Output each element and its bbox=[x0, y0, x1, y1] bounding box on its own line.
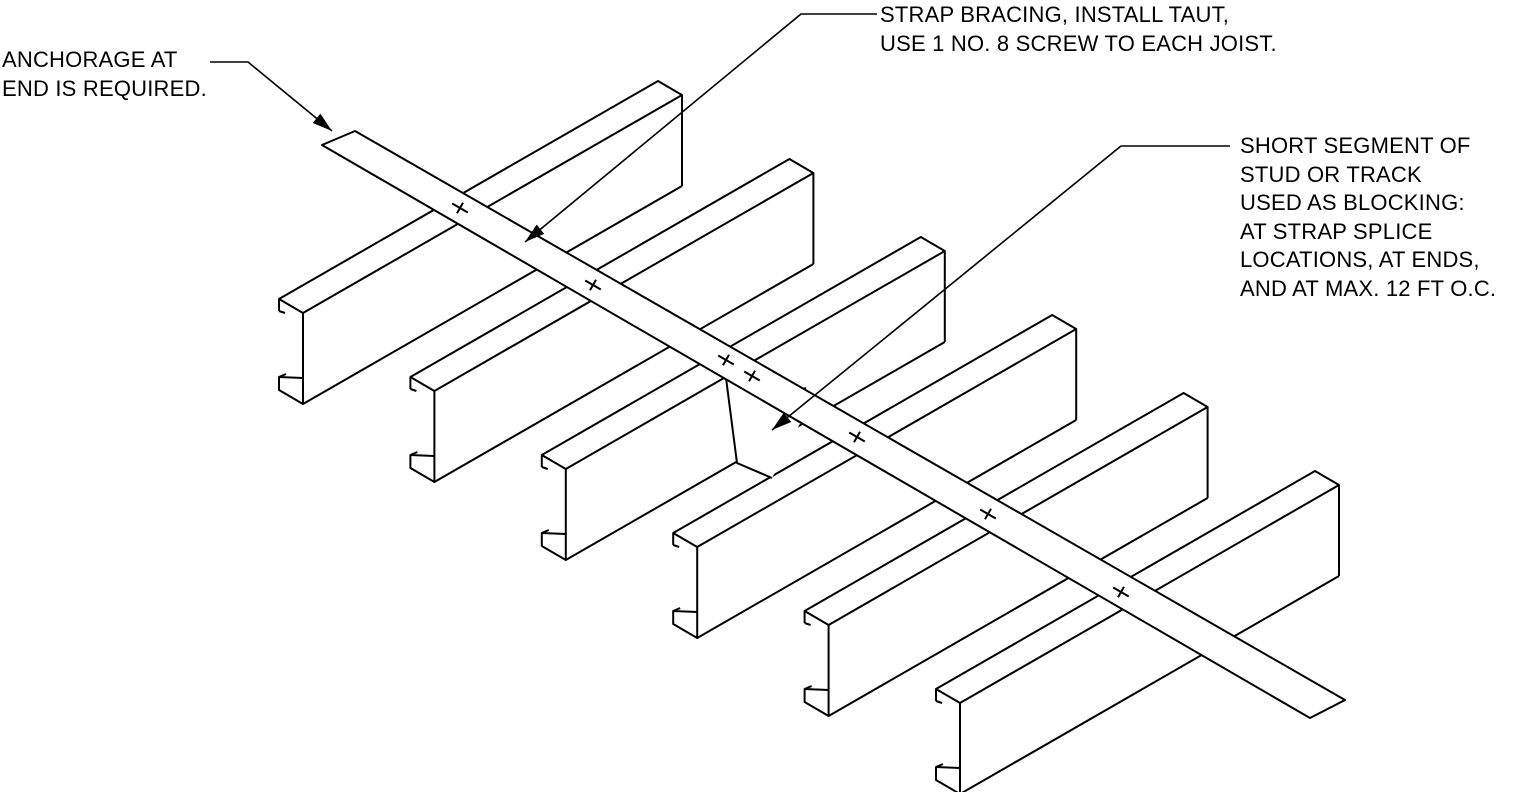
joist-face bbox=[936, 471, 1339, 792]
leader-strap-bracing bbox=[524, 13, 877, 243]
note-line: AT STRAP SPLICE bbox=[1240, 218, 1433, 244]
joist bbox=[672, 314, 1078, 639]
joist bbox=[935, 470, 1340, 792]
joist bbox=[278, 80, 683, 405]
note-line: LOCATIONS, AT ENDS, bbox=[1240, 247, 1480, 272]
screw-line bbox=[853, 431, 861, 443]
joist-top-flange-back bbox=[935, 470, 1340, 690]
screw-line bbox=[1117, 586, 1125, 598]
joist-bottom-lip-edge bbox=[410, 454, 435, 457]
joist-top-flange-back bbox=[804, 392, 1209, 612]
joist-web bbox=[803, 497, 1209, 717]
joist-top-flange-front bbox=[828, 406, 1209, 626]
screw-line bbox=[589, 279, 597, 291]
screw-mark bbox=[743, 370, 761, 382]
joist-face bbox=[673, 315, 1077, 638]
strap bbox=[321, 130, 1346, 719]
joist-top-flange-front bbox=[565, 250, 946, 470]
joist-top-flange-front bbox=[433, 172, 815, 392]
note-line: END IS REQUIRED. bbox=[2, 75, 207, 101]
joist-top-flange-back bbox=[409, 158, 814, 378]
joist-bottom-lip-edge bbox=[541, 532, 566, 535]
leader-anchorage bbox=[210, 61, 333, 132]
screw-mark bbox=[584, 279, 602, 291]
joist-bottom-flange bbox=[672, 607, 698, 639]
joist-top-flange-front bbox=[959, 484, 1340, 704]
note-line: SHORT SEGMENT OF bbox=[1240, 133, 1471, 158]
note-line: USE 1 NO. 8 SCREW TO EACH JOIST. bbox=[880, 30, 1277, 56]
joist-bottom-flange bbox=[803, 685, 830, 717]
joist-top-flange-front bbox=[696, 328, 1078, 548]
joist-bottom-flange bbox=[409, 451, 435, 483]
joist-bottom-lip-edge bbox=[935, 766, 961, 769]
leader-line bbox=[210, 61, 333, 132]
arrowhead-icon bbox=[525, 224, 545, 242]
joist bbox=[803, 392, 1209, 717]
joist-bottom-flange bbox=[935, 763, 959, 792]
joist-top-lip bbox=[935, 700, 943, 704]
screw-line bbox=[456, 202, 464, 214]
joist-bottom-lip-edge bbox=[278, 376, 304, 379]
joist-bottom-flange bbox=[278, 373, 304, 405]
blocking-edge bbox=[725, 377, 773, 479]
joist-bottom-lip-edge bbox=[804, 688, 829, 691]
joist-web bbox=[540, 341, 946, 561]
leader-lines bbox=[210, 13, 1230, 431]
note-anchorage: ANCHORAGE AT END IS REQUIRED. bbox=[2, 46, 207, 103]
screw-line bbox=[984, 508, 992, 520]
joists bbox=[278, 80, 1340, 792]
joist-top-flange-back bbox=[278, 80, 683, 300]
note-line: STRAP BRACING, INSTALL TAUT, bbox=[880, 2, 1230, 27]
screw-mark bbox=[451, 202, 469, 214]
joist bbox=[409, 158, 815, 483]
joist-top-lip bbox=[672, 544, 680, 548]
joist-web bbox=[672, 419, 1077, 639]
screw-line bbox=[748, 370, 756, 382]
note-line: STUD OR TRACK bbox=[1240, 161, 1422, 187]
arrowhead-icon bbox=[312, 113, 332, 131]
note-blocking: SHORT SEGMENT OF STUD OR TRACK USED AS B… bbox=[1240, 132, 1496, 303]
joist-bottom-lip-edge bbox=[673, 610, 698, 613]
joist-top-lip bbox=[410, 388, 417, 392]
joist-face bbox=[804, 393, 1208, 716]
joist-top-lip bbox=[541, 466, 549, 470]
note-line: USED AS BLOCKING: bbox=[1240, 190, 1465, 215]
joist-web bbox=[278, 185, 683, 405]
screw-mark bbox=[1112, 586, 1130, 598]
joist-web bbox=[935, 575, 1340, 792]
arrowhead-icon bbox=[772, 412, 792, 430]
leader-line bbox=[771, 145, 1230, 431]
joist-top-flange-back bbox=[672, 314, 1077, 534]
note-line: ANCHORAGE AT bbox=[2, 47, 178, 72]
screw-mark bbox=[848, 431, 866, 443]
joist-bottom-flange bbox=[540, 529, 567, 561]
joist-face bbox=[279, 81, 682, 404]
screw-line bbox=[722, 354, 730, 366]
screw-mark bbox=[979, 508, 997, 520]
leader-line bbox=[524, 13, 877, 243]
note-strap-bracing: STRAP BRACING, INSTALL TAUT, USE 1 NO. 8… bbox=[880, 1, 1277, 58]
joist-top-lip bbox=[804, 622, 811, 626]
joist-top-flange-back bbox=[541, 236, 946, 456]
leader-blocking bbox=[771, 145, 1230, 431]
joist-face bbox=[410, 159, 814, 482]
note-line: AND AT MAX. 12 FT O.C. bbox=[1240, 275, 1497, 301]
joist-web bbox=[409, 263, 814, 483]
joist-top-flange-front bbox=[302, 94, 683, 314]
screw-mark bbox=[717, 354, 735, 366]
strap-bracing bbox=[321, 130, 1346, 719]
joist-top-lip bbox=[278, 310, 286, 314]
